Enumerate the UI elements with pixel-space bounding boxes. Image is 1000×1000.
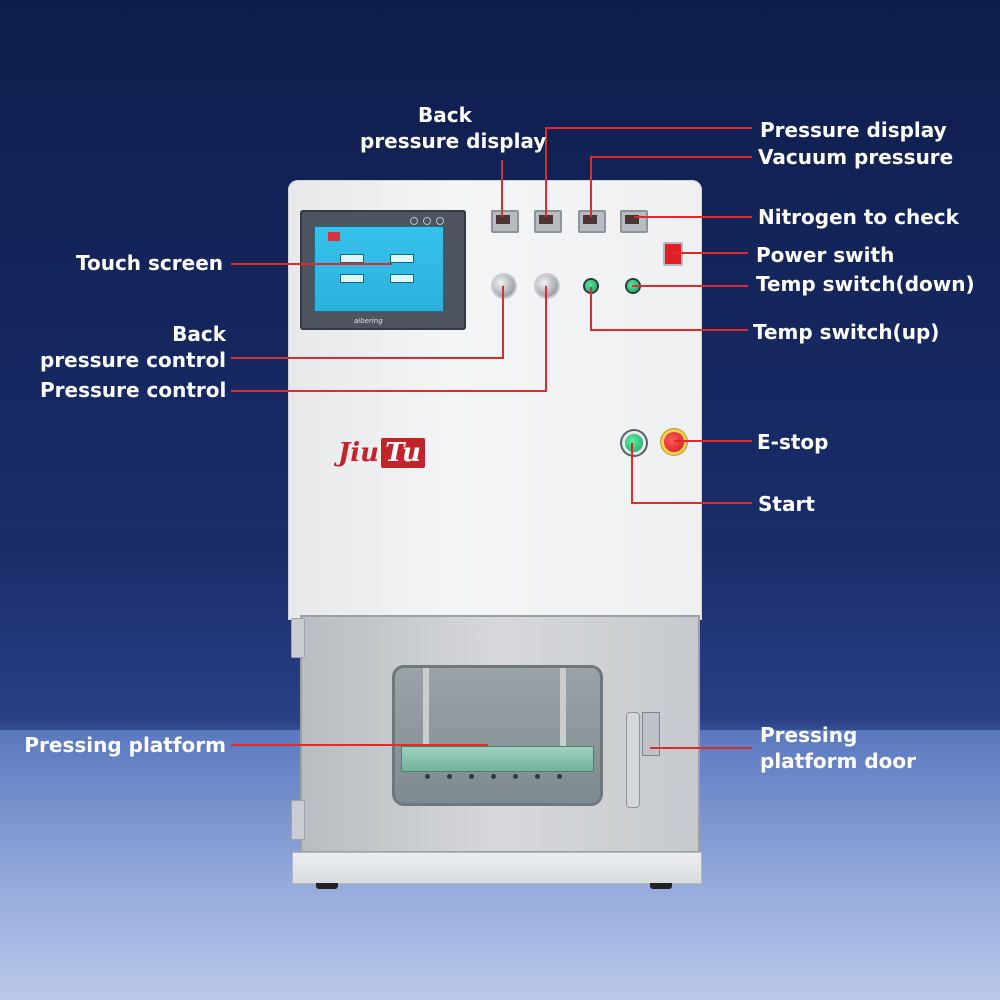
emergency-stop-button — [664, 432, 684, 452]
callout-temp-switch-down: Temp switch(down) — [756, 272, 975, 296]
platform-hole — [491, 774, 496, 779]
temp-switch-down-button — [627, 280, 639, 292]
callout-back-pressure-display: Back pressure display — [360, 102, 547, 154]
vacuum-gauge — [578, 210, 606, 233]
callout-vacuum-pressure: Vacuum pressure — [758, 145, 954, 169]
door-handle — [626, 712, 640, 808]
pressing-platform — [401, 746, 594, 772]
jiutu-logo: Jiu Tu — [338, 438, 425, 468]
platform-hole — [425, 774, 430, 779]
guide-rail — [423, 668, 429, 748]
door-latch — [642, 712, 660, 756]
touch-screen-bezel: aibering — [300, 210, 466, 330]
back-pressure-gauge — [491, 210, 519, 233]
platform-hole — [447, 774, 452, 779]
door-hinge — [291, 800, 305, 840]
callout-pressure-display: Pressure display — [760, 118, 947, 142]
machine-upper-cabinet: aibering — [288, 180, 702, 620]
callout-pressing-platform: Pressing platform — [24, 733, 226, 757]
callout-nitrogen-to-check: Nitrogen to check — [758, 205, 959, 229]
callout-text-line: Back — [418, 103, 472, 127]
logo-text-jiu: Jiu — [338, 438, 380, 468]
platform-hole — [513, 774, 518, 779]
screen-menu-tile — [390, 254, 414, 263]
nitrogen-gauge — [620, 210, 648, 233]
callout-start: Start — [758, 492, 815, 516]
screen-menu-tile — [390, 274, 414, 283]
callout-touch-screen: Touch screen — [75, 251, 223, 275]
back-pressure-knob — [493, 275, 515, 297]
pressure-gauge — [534, 210, 562, 233]
pressure-knob — [536, 275, 558, 297]
callout-text-line: Pressing — [760, 723, 858, 747]
machine-foot — [650, 883, 672, 889]
chamber-window — [392, 665, 603, 806]
machine-foot — [316, 883, 338, 889]
start-button — [625, 434, 643, 452]
callout-power-switch: Power swith — [756, 243, 895, 267]
callout-pressure-control: Pressure control — [40, 378, 227, 402]
platform-hole — [557, 774, 562, 779]
callout-text-line: Back — [172, 322, 226, 346]
touch-screen — [314, 226, 444, 312]
platform-hole — [535, 774, 540, 779]
logo-text-tu: Tu — [381, 438, 425, 468]
screen-menu-tile — [340, 254, 364, 263]
power-switch — [663, 242, 683, 266]
door-hinge — [291, 618, 305, 658]
callout-e-stop: E-stop — [757, 430, 829, 454]
machine-base — [292, 852, 702, 884]
guide-rail — [560, 668, 566, 748]
callout-back-pressure-control: Back pressure control — [40, 321, 226, 373]
screen-logo-icon — [328, 232, 340, 241]
bezel-indicator-dots — [410, 217, 444, 225]
platform-hole — [469, 774, 474, 779]
screen-menu-tile — [340, 274, 364, 283]
callout-pressing-platform-door: Pressing platform door — [760, 722, 916, 774]
callout-text-line: pressure display — [360, 129, 547, 153]
callout-text-line: pressure control — [40, 348, 227, 372]
callout-text-line: platform door — [760, 749, 916, 773]
callout-temp-switch-up: Temp switch(up) — [753, 320, 940, 344]
temp-switch-up-button — [585, 280, 597, 292]
screen-brand-text: aibering — [354, 317, 383, 325]
